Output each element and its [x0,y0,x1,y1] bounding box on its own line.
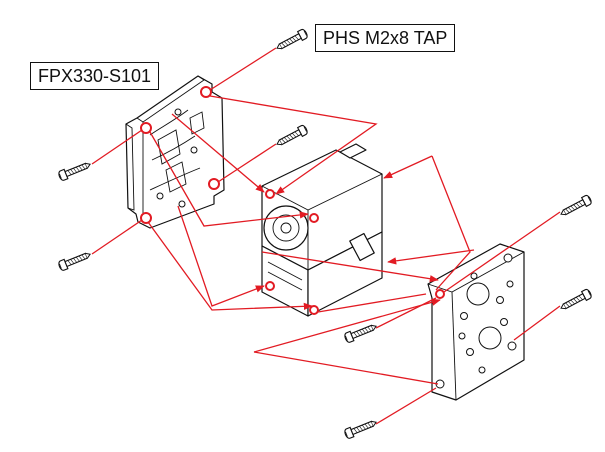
screw-part-label: PHS M2x8 TAP [315,24,456,52]
screw-icon [274,123,310,150]
screw-icon [57,249,93,272]
servo-actuator [261,143,383,317]
bracket-part-label: FPX330-S101 [30,62,160,90]
screw-icon [274,27,310,54]
left-bracket-plate [125,75,225,229]
right-bracket-plate [427,243,525,401]
screw-icon [343,417,379,440]
assembly-path-lines [91,47,561,425]
screw-icon [57,159,93,182]
screw-icon [558,193,594,220]
screw-icon [558,287,594,314]
